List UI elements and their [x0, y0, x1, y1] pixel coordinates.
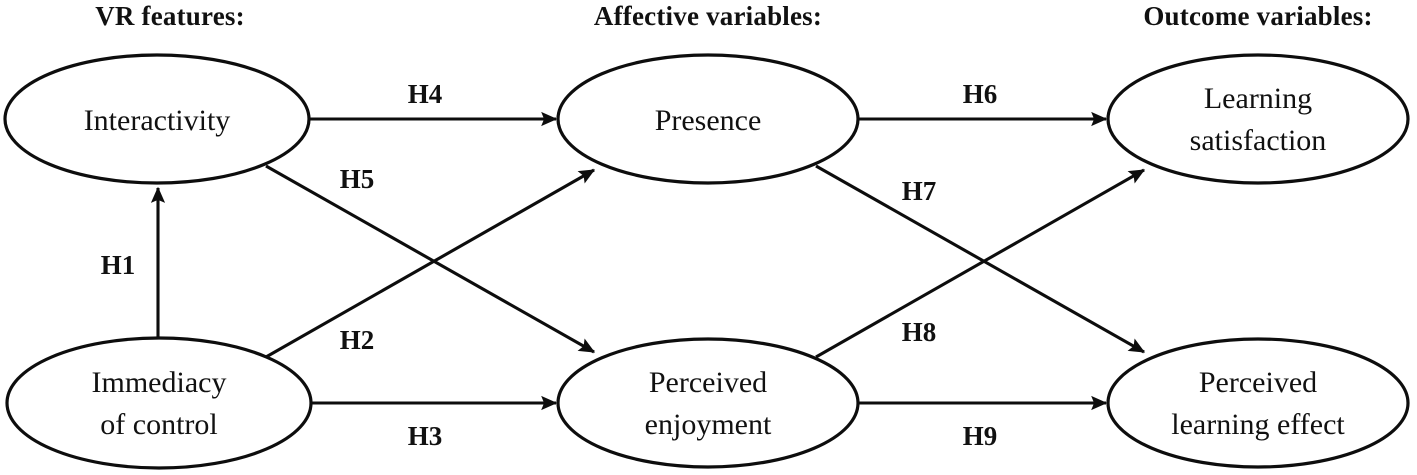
node-perceived-enjoyment-label-line2: enjoyment	[645, 408, 772, 441]
edge-label-h9: H9	[963, 421, 998, 451]
edge-h7-line	[815, 164, 1146, 354]
nodes: Interactivity Immediacy of control Prese…	[3, 53, 1410, 470]
edges	[150, 111, 1146, 411]
node-perceived-learning-effect[interactable]: Perceived learning effect	[1106, 337, 1410, 469]
node-immediacy-of-control-shape[interactable]	[5, 336, 313, 470]
node-perceived-enjoyment-label-line1: Perceived	[649, 366, 767, 399]
node-perceived-enjoyment-shape[interactable]	[556, 337, 860, 469]
edge-label-h2: H2	[340, 325, 375, 355]
node-presence-label: Presence	[655, 104, 762, 137]
edge-label-h3: H3	[408, 421, 443, 451]
node-learning-satisfaction-label-line2: satisfaction	[1190, 124, 1327, 157]
node-immediacy-of-control-label-line1: Immediacy	[92, 366, 227, 399]
edge-h2-line	[265, 168, 596, 359]
edge-label-h6: H6	[963, 79, 998, 109]
node-presence[interactable]: Presence	[556, 53, 860, 185]
edge-labels: H1 H2 H3 H4 H5 H6 H7 H8 H9	[101, 79, 998, 451]
node-learning-satisfaction-label-line1: Learning	[1204, 82, 1312, 115]
node-perceived-learning-effect-shape[interactable]	[1106, 337, 1410, 469]
edge-h5-line	[265, 164, 596, 354]
edge-label-h7: H7	[902, 176, 937, 206]
node-perceived-learning-effect-label-line1: Perceived	[1199, 366, 1317, 399]
node-immediacy-of-control-label-line2: of control	[100, 408, 217, 441]
edge-label-h1: H1	[101, 250, 136, 280]
node-learning-satisfaction[interactable]: Learning satisfaction	[1106, 53, 1410, 185]
node-perceived-learning-effect-label-line2: learning effect	[1171, 408, 1345, 441]
node-presence-shape[interactable]	[556, 53, 860, 185]
node-interactivity-label: Interactivity	[84, 104, 231, 137]
column-header-affective-variables: Affective variables:	[594, 1, 822, 31]
node-immediacy-of-control[interactable]: Immediacy of control	[5, 336, 313, 470]
column-header-outcome-variables: Outcome variables:	[1143, 1, 1372, 31]
edge-label-h8: H8	[902, 317, 937, 347]
column-headers: VR features: Affective variables: Outcom…	[95, 1, 1372, 31]
node-interactivity-shape[interactable]	[3, 53, 311, 185]
node-interactivity[interactable]: Interactivity	[3, 53, 311, 185]
edge-h8-line	[815, 168, 1146, 359]
edge-label-h5: H5	[340, 164, 375, 194]
column-header-vr-features: VR features:	[95, 1, 245, 31]
node-perceived-enjoyment[interactable]: Perceived enjoyment	[556, 337, 860, 469]
node-learning-satisfaction-shape[interactable]	[1106, 53, 1410, 185]
edge-label-h4: H4	[408, 79, 443, 109]
